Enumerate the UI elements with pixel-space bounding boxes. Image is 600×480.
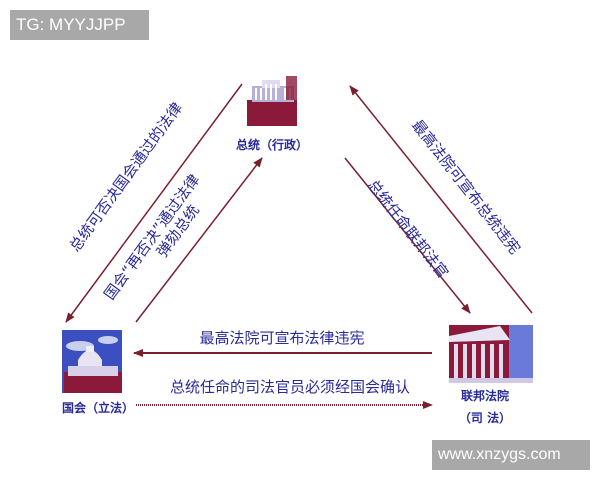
- legislative-label: 国会（立法）: [62, 400, 134, 415]
- label-court-law: 最高法院可宣布法律违宪: [199, 329, 364, 347]
- white-house-image: [247, 62, 297, 126]
- watermark-bottom-right: www.xnzygs.com: [432, 440, 590, 470]
- label-congress-confirm: 总统任命的司法官员必须经国会确认: [170, 378, 410, 396]
- capitol-image: [62, 330, 122, 393]
- judicial-label-line2: （司 法）: [459, 410, 511, 425]
- arrow-president-to-court: [344, 157, 471, 314]
- arrow-congress-to-president: [135, 157, 263, 323]
- label-president-appoint: 总统任命联邦法官: [364, 176, 452, 282]
- executive-label: 总统（行政）: [236, 137, 308, 152]
- arrow-president-to-congress: [65, 83, 243, 323]
- watermark-top-left: TG: MYYJJPP: [10, 10, 149, 40]
- judicial-label-line1: 联邦法院: [461, 388, 509, 403]
- arrow-court-to-president: [349, 85, 533, 314]
- supreme-court-image: [449, 325, 533, 383]
